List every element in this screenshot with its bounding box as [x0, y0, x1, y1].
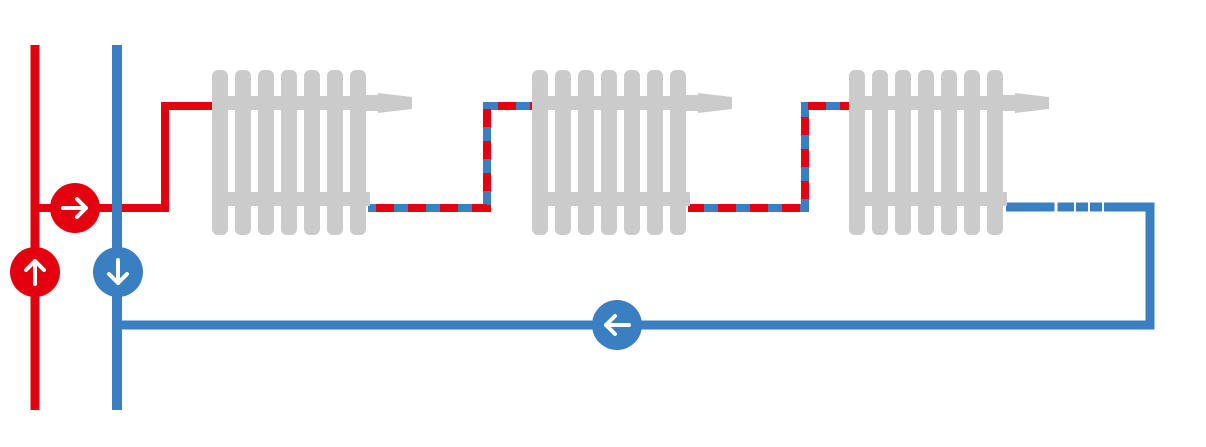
arrow-left-icon — [604, 314, 631, 336]
arrow-down-icon — [107, 258, 129, 285]
mixed-pipe-1-dash — [368, 102, 537, 212]
return-loop-flow-marker — [592, 300, 642, 350]
supply-branch-flow-marker — [50, 183, 100, 233]
supply-riser-flow-marker — [10, 247, 60, 297]
return-pipe-breaks — [1054, 202, 1104, 212]
arrow-up-icon — [24, 259, 46, 286]
supply-feed-pipe — [120, 102, 215, 212]
mixed-pipes — [368, 102, 1104, 212]
mixed-pipe-2-dash — [688, 102, 853, 212]
arrow-right-icon — [61, 197, 88, 219]
radiators — [212, 70, 1049, 235]
mixed-pipe-1 — [368, 102, 537, 212]
flow-markers — [10, 183, 642, 350]
return-riser-flow-marker — [93, 247, 143, 297]
mixed-pipe-2 — [688, 102, 853, 212]
